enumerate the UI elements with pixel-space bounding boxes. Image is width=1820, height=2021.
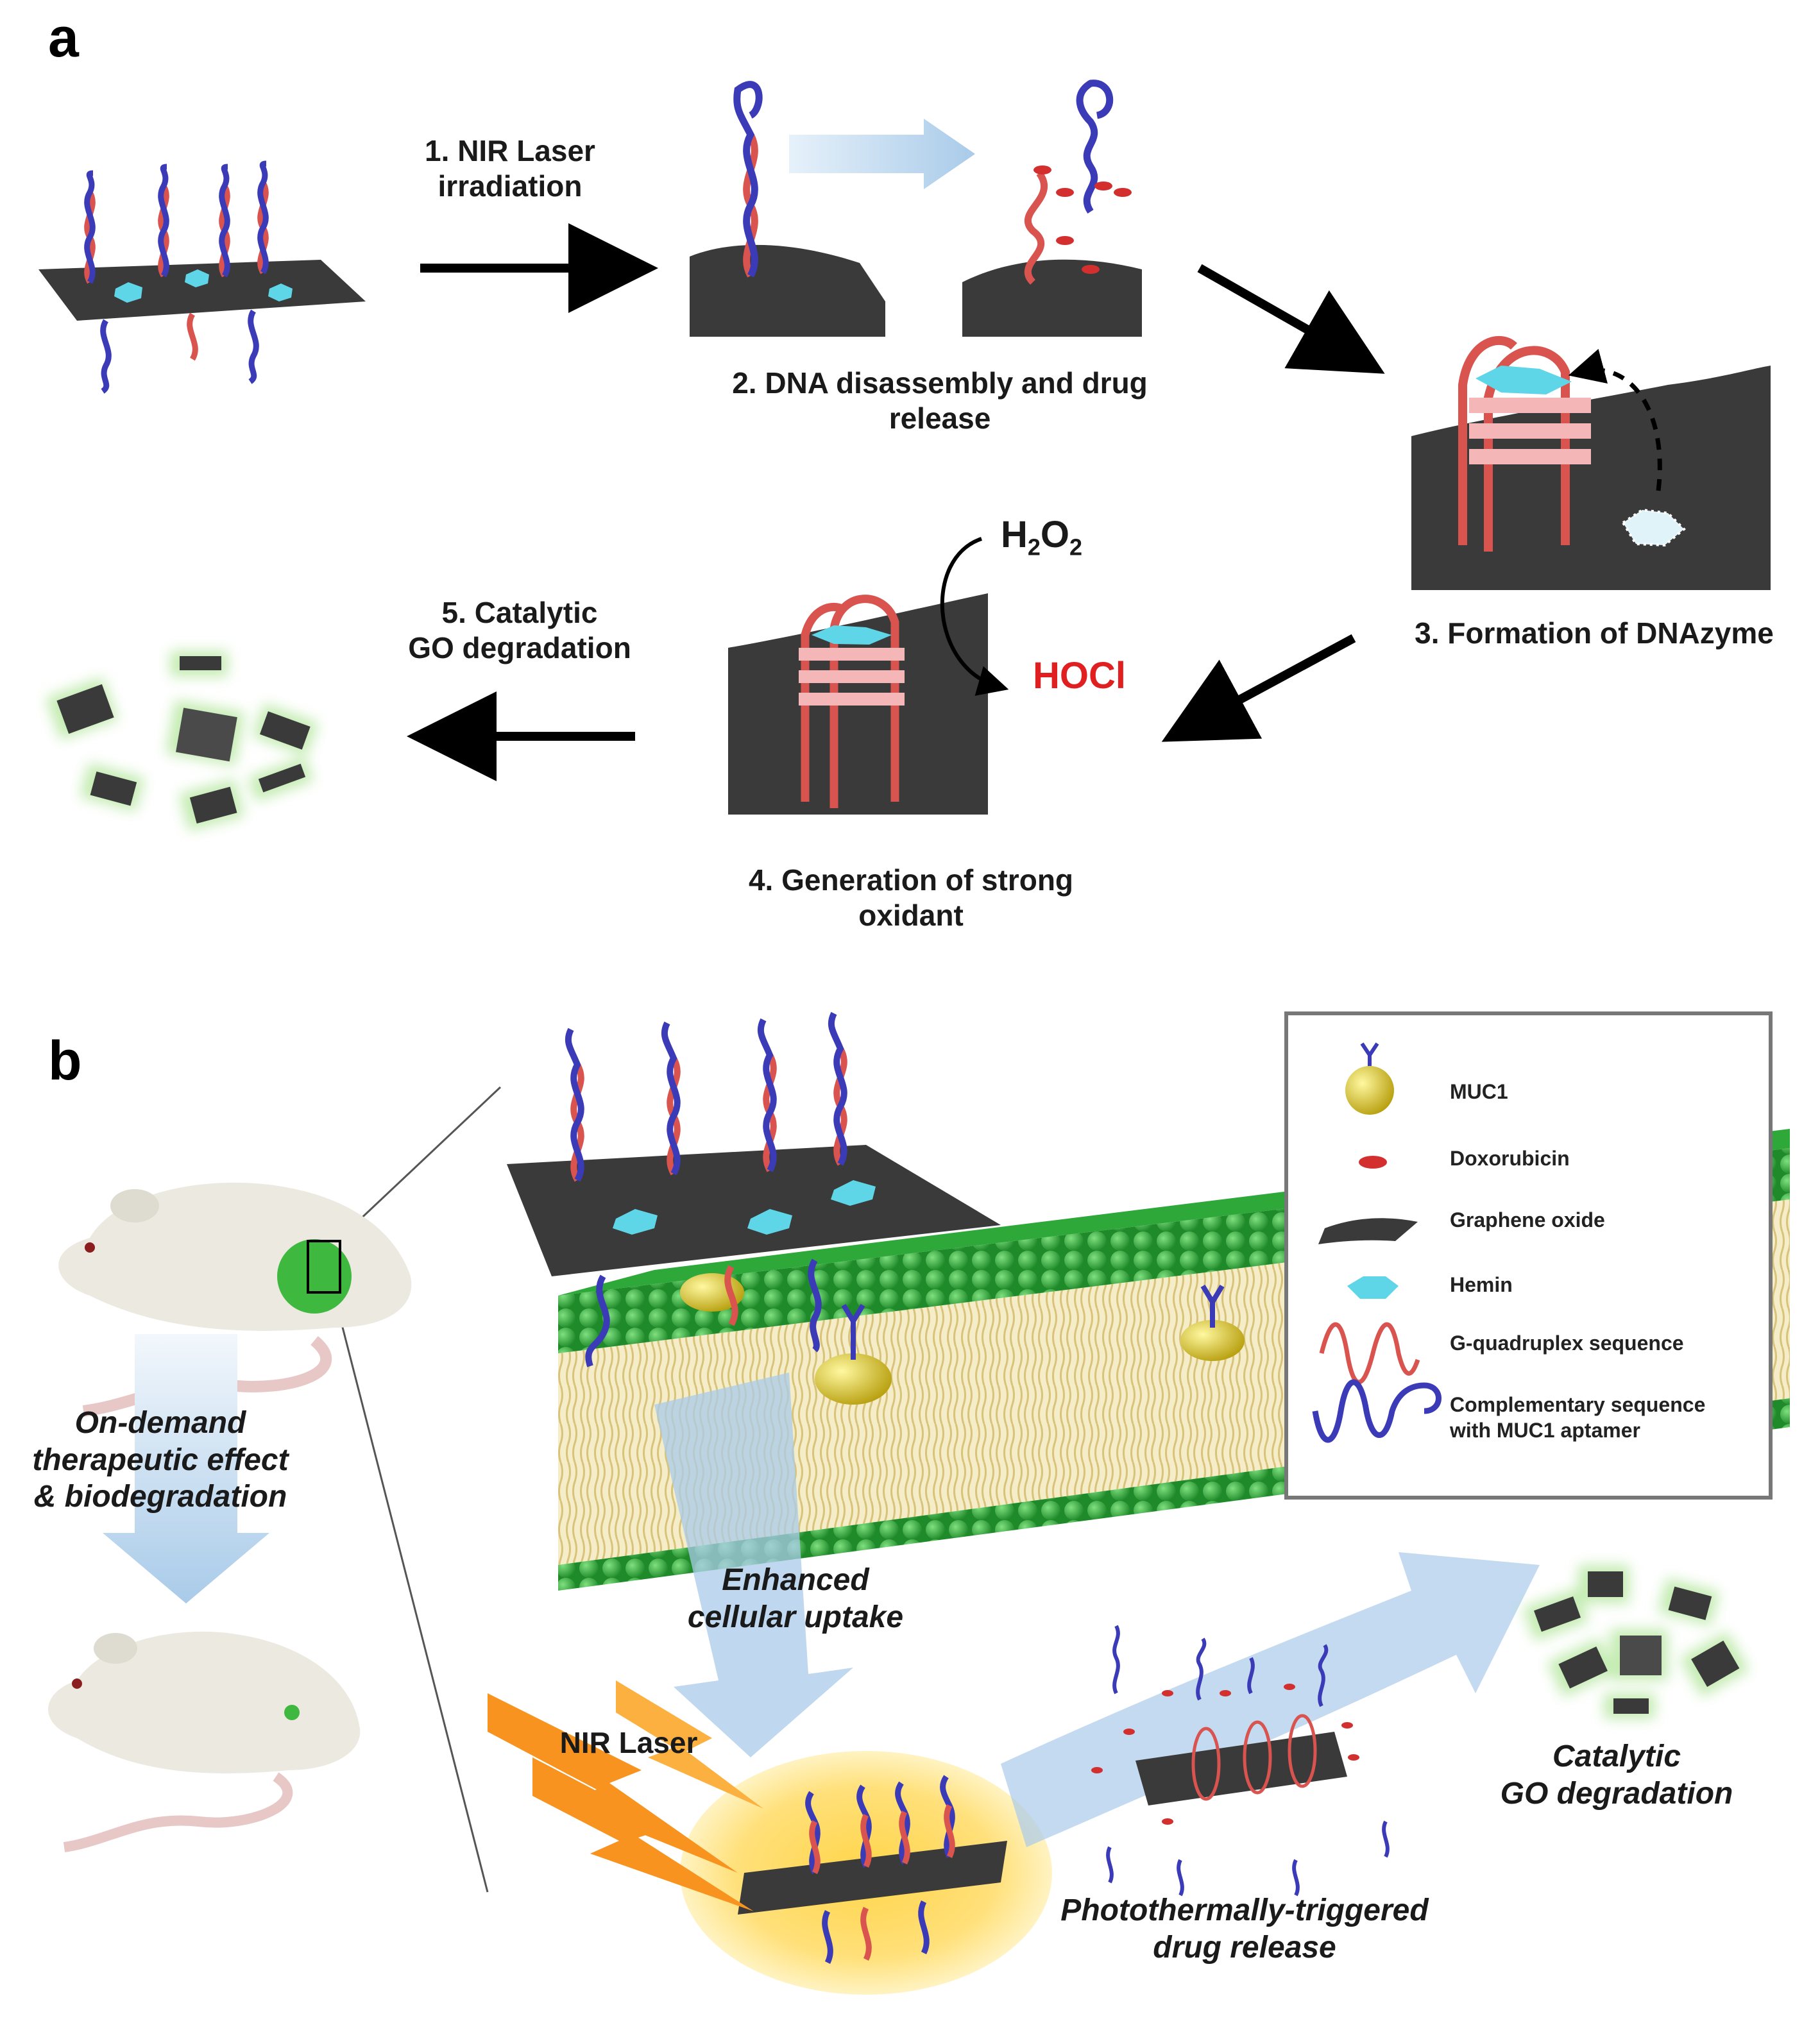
go-tile-after (962, 80, 1142, 337)
release-line2: drug release (1153, 1930, 1336, 1965)
hemin-icon (831, 1180, 876, 1206)
ondemand-line1: On-demand (74, 1406, 246, 1440)
tumor-icon (284, 1705, 300, 1720)
degradation-line1: Catalytic (1552, 1739, 1681, 1773)
arrow-step2-to-3 (1197, 264, 1385, 374)
treatment-arrow (103, 1334, 269, 1603)
uptake-arrow (654, 1373, 853, 1757)
step5-line2: GO degradation (408, 631, 631, 665)
legend-swatches (1312, 1042, 1442, 1443)
reactant-sub2: 2 (1069, 534, 1083, 561)
zoom-line (332, 1292, 489, 1893)
step4-line1: 4. Generation of strong (748, 863, 1074, 897)
panel-letter-a: a (48, 7, 79, 69)
release-label: Photothermally-triggered drug release (1014, 1892, 1476, 1966)
product-label: HOCl (1033, 655, 1126, 697)
step5-label: 5. Catalytic GO degradation (372, 595, 667, 666)
release-line1: Photothermally-triggered (1060, 1893, 1429, 1927)
hemin-icon (1621, 508, 1686, 547)
reactant-sub1: 2 (1027, 534, 1041, 561)
go-sheet-irradiated (738, 1775, 1007, 1965)
go-fragments (1522, 1565, 1749, 1719)
legend-aptamer-line2: with MUC1 aptamer (1450, 1419, 1640, 1442)
legend-label-muc1: MUC1 (1450, 1080, 1508, 1103)
hemin-icon (812, 625, 892, 645)
step4-line2: oxidant (858, 899, 964, 933)
step5-line1: 5. Catalytic (441, 596, 598, 629)
hemin-icon (1347, 1276, 1399, 1299)
doxorubicin-icon (1091, 1684, 1359, 1825)
legend-label-aptamer: Complementary sequence with MUC1 aptamer (1450, 1392, 1705, 1443)
mouse-after (48, 1631, 361, 1852)
step1-line1: 1. NIR Laser (425, 134, 595, 167)
go-sheet-initial (38, 160, 366, 394)
degradation-label: Catalytic GO degradation (1456, 1738, 1777, 1812)
hemin-binding-arrow (1568, 348, 1662, 491)
step1-label: 1. NIR Laser irradiation (385, 133, 635, 204)
reactant-label: H2O2 (1001, 513, 1082, 561)
legend-label-doxorubicin: Doxorubicin (1450, 1147, 1570, 1170)
laser-label: NIR Laser (559, 1726, 698, 1759)
ondemand-label: On-demand therapeutic effect & biodegrad… (13, 1405, 308, 1516)
step2-label: 2. DNA disassembly and drug release (667, 366, 1212, 436)
legend-label-graphene-oxide: Graphene oxide (1450, 1208, 1605, 1231)
go-sheet-releasing (1091, 1625, 1390, 1897)
graphene-oxide-icon (1318, 1218, 1418, 1244)
doxorubicin-icon (1033, 165, 1132, 274)
hemin-icon (747, 1209, 792, 1235)
uptake-line1: Enhanced (722, 1563, 869, 1597)
reaction-arrow (940, 537, 1009, 696)
hemin-icon (114, 269, 293, 303)
dna-helix-icon (84, 160, 269, 394)
panel-letter-b: b (48, 1030, 82, 1092)
muc1-icon (1180, 1320, 1245, 1361)
aptamer-icon (1312, 1379, 1442, 1443)
go-sheet-targeting (507, 1011, 1001, 1367)
legend-label-hemin: Hemin (1450, 1273, 1513, 1296)
step1-line2: irradiation (438, 169, 583, 203)
laser-bolt-icon (488, 1680, 763, 1911)
zoom-box (307, 1240, 341, 1294)
doxorubicin-icon (1359, 1156, 1387, 1169)
reactant-o: O (1040, 514, 1070, 555)
go-fragments (45, 651, 319, 831)
disassembly-arrow (789, 119, 975, 189)
degradation-line2: GO degradation (1500, 1776, 1733, 1811)
hemin-icon (1476, 366, 1572, 394)
legend-label-g-quadruplex: G-quadruplex sequence (1450, 1332, 1684, 1355)
ondemand-line2: therapeutic effect (32, 1442, 289, 1477)
step3-label: 3. Formation of DNAzyme (1415, 616, 1774, 650)
oxidant-tile (728, 537, 1009, 815)
ondemand-line3: & biodegradation (33, 1480, 287, 1514)
muc1-icon (1345, 1042, 1394, 1115)
go-tile-before (690, 81, 885, 337)
uptake-label: Enhanced cellular uptake (642, 1562, 949, 1636)
muc1-icon (815, 1353, 892, 1405)
arrow-step3-to-4 (1161, 634, 1356, 742)
reactant-h: H (1001, 514, 1028, 555)
release-arrow (1001, 1552, 1540, 1847)
uptake-line2: cellular uptake (687, 1600, 904, 1634)
legend-aptamer-line1: Complementary sequence (1450, 1393, 1706, 1416)
g-quadruplex-icon (1319, 1322, 1420, 1385)
step4-label: 4. Generation of strong oxidant (667, 863, 1155, 933)
step2-line2: release (889, 402, 991, 435)
tumor-icon (277, 1239, 352, 1314)
dnazyme-tile (1411, 335, 1771, 590)
step2-line1: 2. DNA disassembly and drug (732, 366, 1148, 400)
hemin-icon (613, 1209, 658, 1235)
